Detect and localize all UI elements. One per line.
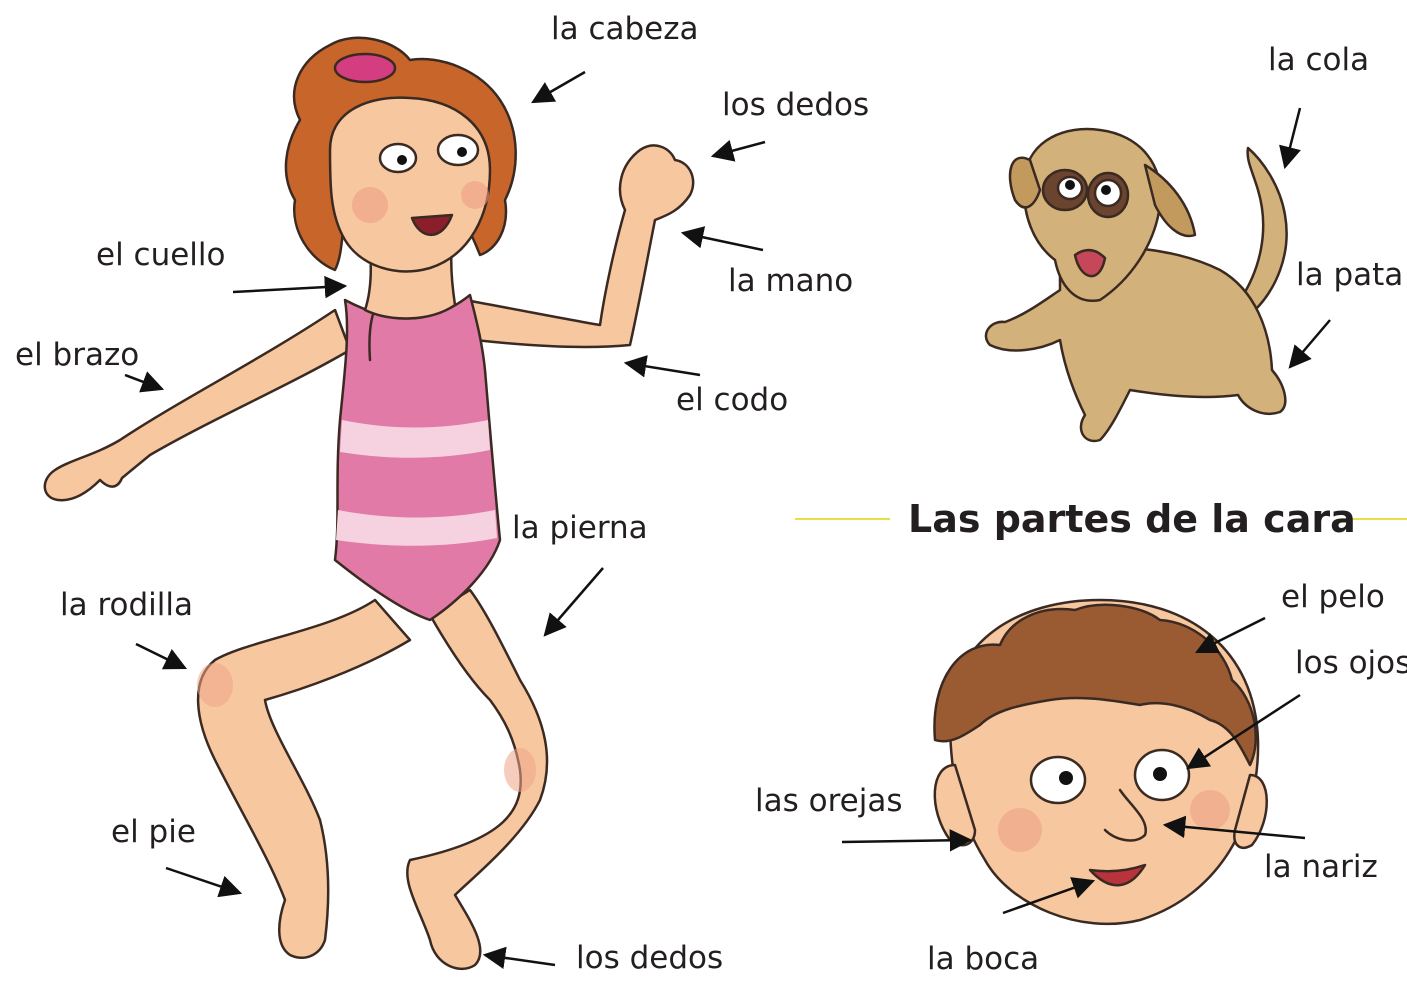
face-illustration bbox=[933, 598, 1268, 926]
dog-illustration bbox=[984, 127, 1288, 443]
girl-illustration bbox=[43, 36, 695, 971]
label-head: la cabeza bbox=[551, 11, 699, 47]
section-heading: Las partes de la cara bbox=[908, 497, 1356, 541]
label-hand: la mano bbox=[728, 263, 854, 299]
label-hair: el pelo bbox=[1281, 579, 1385, 615]
arrow-elbow bbox=[623, 355, 701, 378]
arrow-head bbox=[531, 70, 586, 104]
arrow-arm bbox=[124, 371, 165, 393]
label-paw: la pata bbox=[1296, 257, 1404, 293]
arrow-hand bbox=[680, 226, 764, 252]
label-neck: el cuello bbox=[96, 237, 226, 273]
arrow-knee bbox=[135, 642, 188, 670]
label-fingers-hand: los dedos bbox=[722, 87, 870, 123]
label-leg: la pierna bbox=[512, 510, 648, 546]
label-ears: las orejas bbox=[755, 783, 903, 819]
arrow-fingers-hand bbox=[710, 139, 766, 162]
label-eyes: los ojos bbox=[1295, 645, 1407, 681]
arrow-leg bbox=[543, 567, 604, 637]
label-knee: la rodilla bbox=[60, 587, 194, 623]
label-tail: la cola bbox=[1268, 42, 1370, 78]
arrow-ears bbox=[841, 829, 973, 852]
label-arm: el brazo bbox=[15, 337, 140, 373]
arrow-foot bbox=[165, 866, 243, 898]
label-nose: la nariz bbox=[1264, 849, 1378, 885]
arrow-nose bbox=[1162, 815, 1306, 840]
arrow-tail bbox=[1279, 107, 1302, 170]
label-mouth: la boca bbox=[927, 941, 1040, 977]
label-elbow: el codo bbox=[676, 382, 789, 418]
arrow-toes bbox=[482, 946, 556, 970]
arrow-hair bbox=[1194, 616, 1266, 654]
label-toes: los dedos bbox=[576, 940, 724, 976]
arrow-eyes bbox=[1186, 693, 1301, 770]
arrow-paw bbox=[1288, 319, 1331, 369]
arrow-mouth bbox=[1002, 877, 1096, 915]
arrow-neck bbox=[232, 275, 348, 299]
label-foot: el pie bbox=[111, 814, 196, 850]
